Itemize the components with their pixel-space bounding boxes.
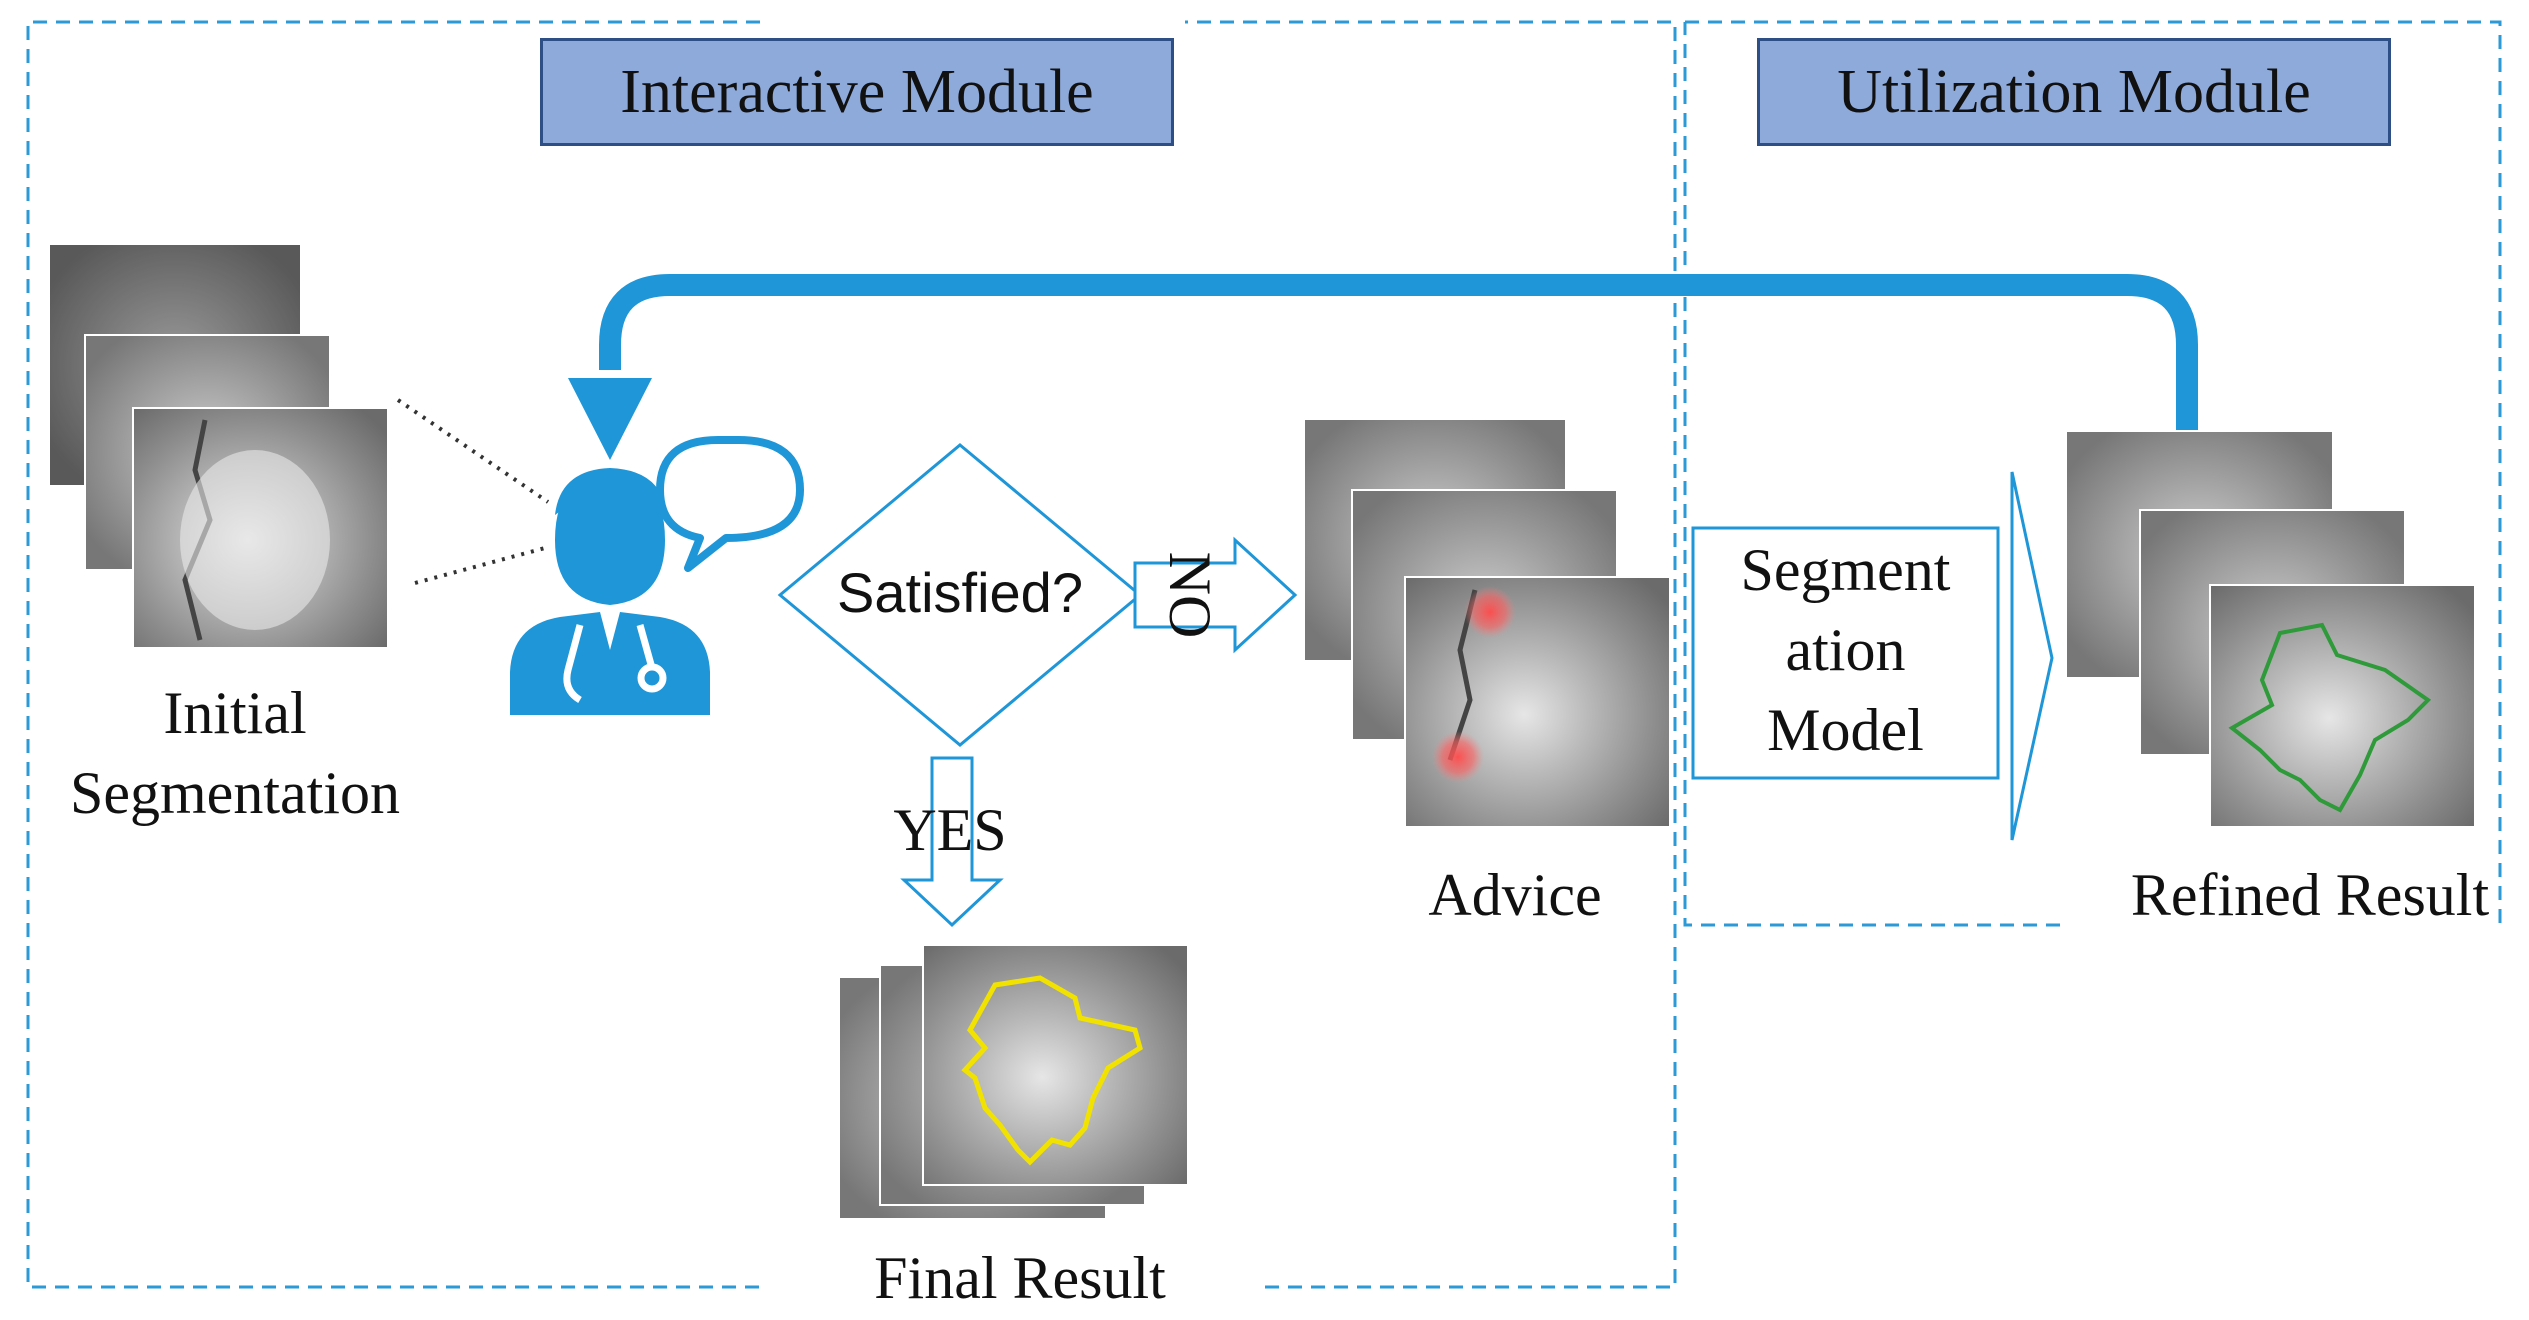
initial-segmentation-caption: Initial Segmentation — [30, 673, 440, 833]
model-label-line-1: Segment — [1740, 537, 1951, 603]
stethoscope-icon — [563, 624, 667, 704]
no-label: NO — [1157, 551, 1223, 639]
model-output-wedge — [2010, 471, 2054, 841]
feedback-arrowhead — [568, 378, 652, 460]
advice-marker-1 — [1464, 586, 1516, 638]
initial-caption-line-1: Initial — [163, 680, 307, 746]
model-label-line-2: ation — [1785, 617, 1906, 683]
final-result-caption: Final Result — [874, 1245, 1166, 1311]
utilization-module-frame — [1683, 20, 2502, 927]
advice-caption: Advice — [1428, 862, 1602, 928]
dotted-connectors — [396, 398, 550, 585]
interactive-module-frame — [26, 20, 1677, 1289]
initial-caption-line-2: Segmentation — [70, 760, 400, 826]
final-caption-backing — [840, 1240, 1200, 1320]
model-label-line-3: Model — [1767, 697, 1924, 763]
utilization-module-title: Utilization Module — [1757, 38, 2391, 146]
segmentation-model-label: Segment ation Model — [1693, 530, 1998, 770]
refined-image-stack — [2067, 432, 2476, 828]
advice-image-stack — [1305, 420, 1671, 828]
yes-label: YES — [893, 797, 1007, 863]
initial-image-stack — [50, 245, 389, 649]
interactive-module-title: Interactive Module — [540, 38, 1174, 146]
no-arrow — [1133, 536, 1298, 654]
doctor-icon — [510, 468, 710, 715]
decision-diamond — [777, 443, 1143, 747]
segmentation-model-box — [1691, 526, 2000, 780]
final-image-stack — [840, 944, 1189, 1218]
speech-bubble-icon — [656, 436, 804, 572]
yes-arrow — [900, 756, 1004, 928]
refined-result-caption: Refined Result — [2130, 862, 2490, 928]
decision-question: Satisfied? — [837, 561, 1083, 624]
advice-marker-2 — [1432, 731, 1484, 783]
feedback-arrow — [599, 274, 2198, 430]
